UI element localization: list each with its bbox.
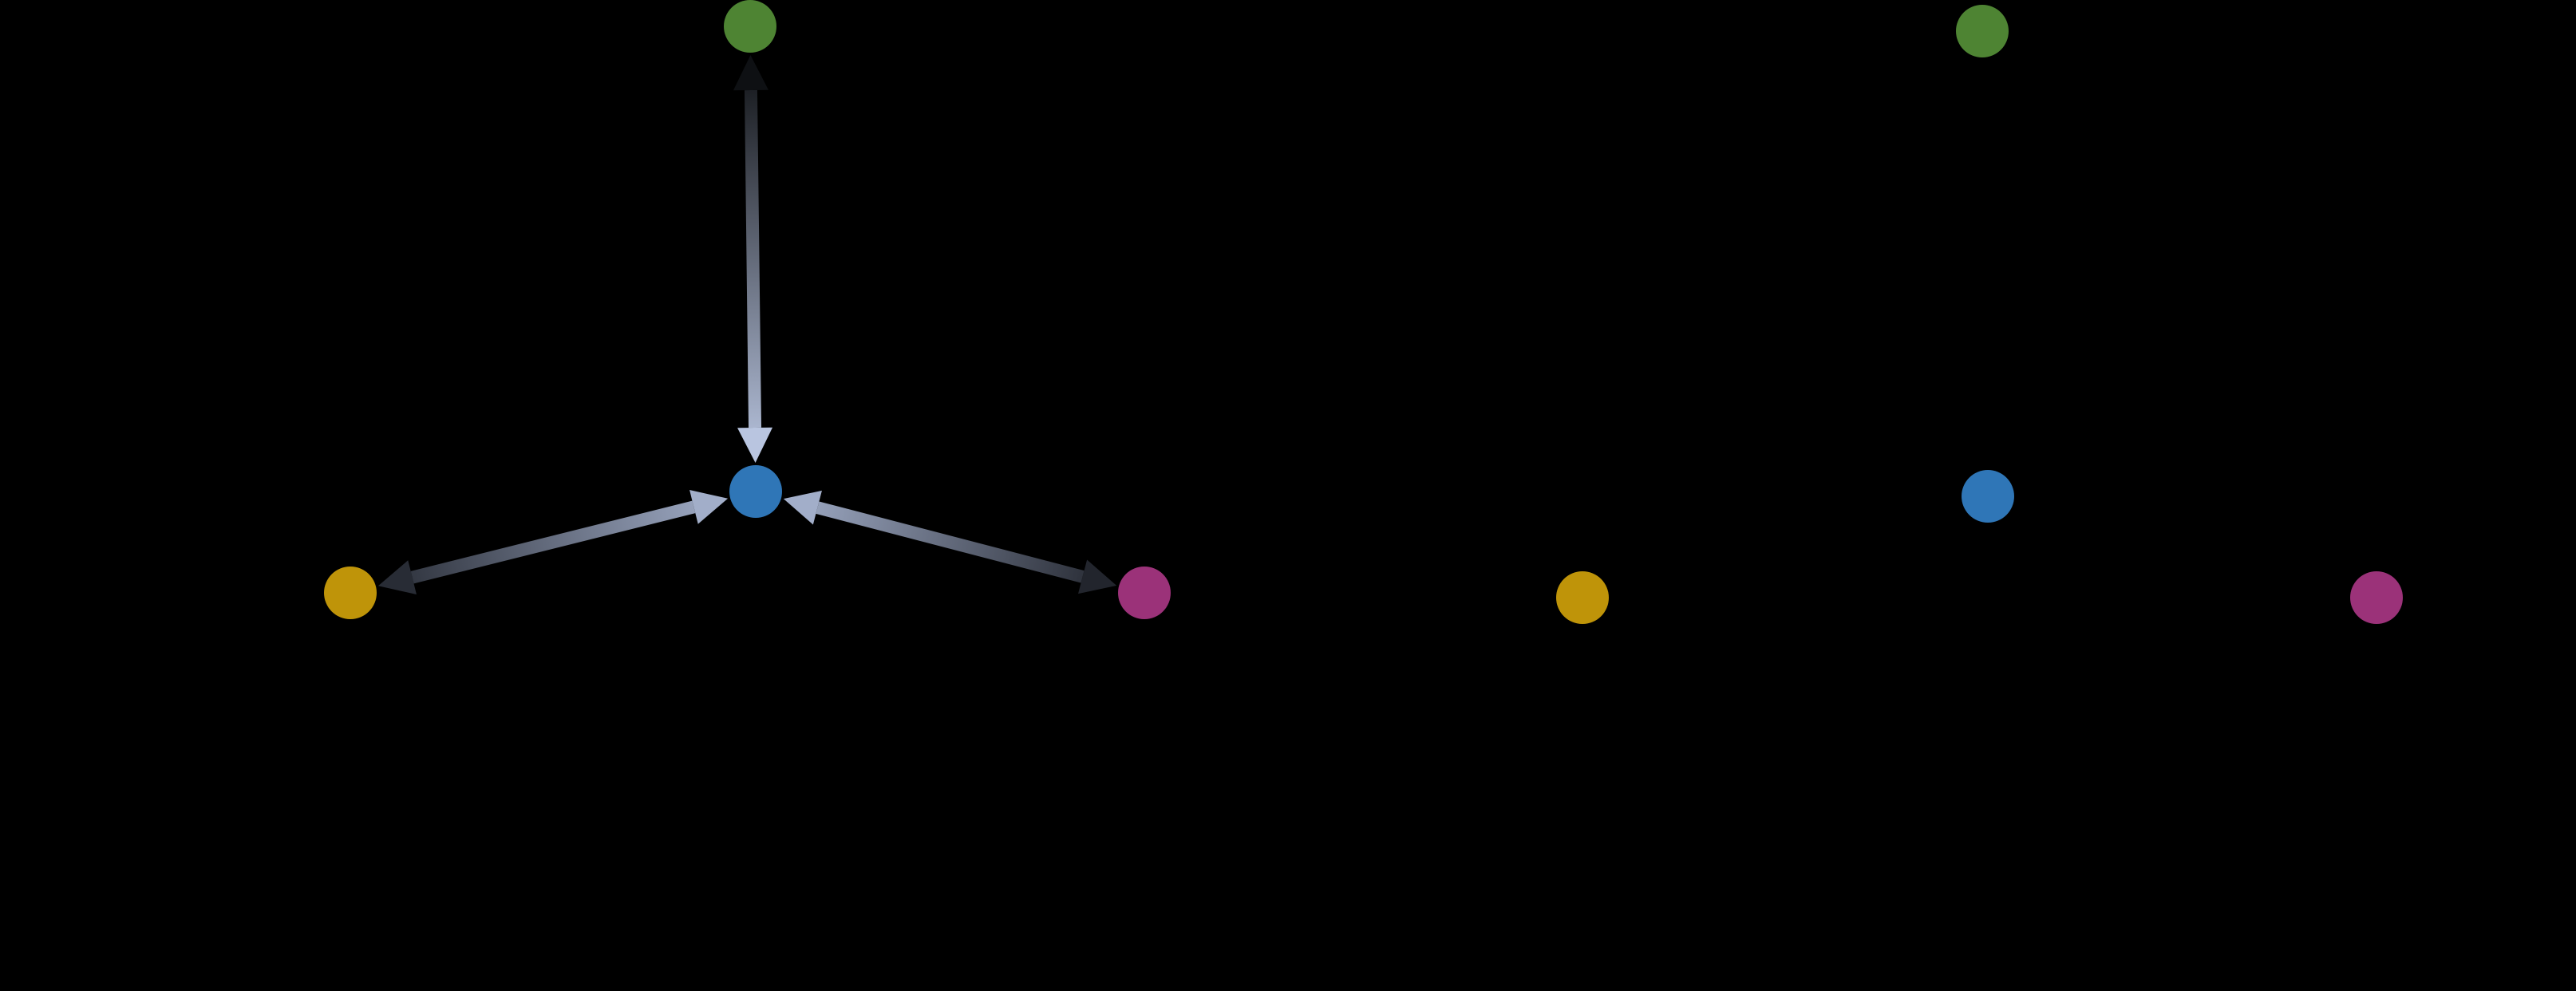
arrowhead-into-blue-center-node-from-green-node xyxy=(737,427,773,464)
edge-shaft-gold-node-to-blue-center-node xyxy=(410,500,696,584)
arrowhead-into-gold-node xyxy=(377,560,417,594)
node-magenta-node-graph-nodes-only xyxy=(2350,571,2403,624)
node-magenta-node-graph-with-message-arrows xyxy=(1118,567,1171,619)
node-blue-center-node-graph-with-message-arrows xyxy=(729,465,782,518)
edge-shaft-magenta-node-to-blue-center-node xyxy=(816,501,1085,583)
node-blue-center-node-graph-nodes-only xyxy=(1962,470,2014,523)
arrowhead-into-blue-center-node-from-magenta-node xyxy=(783,490,822,525)
node-gold-node-graph-with-message-arrows xyxy=(324,567,377,619)
arrowhead-into-blue-center-node-from-gold-node xyxy=(689,490,729,524)
node-green-node-graph-nodes-only xyxy=(1956,5,2009,57)
edge-shaft-green-node-to-blue-center-node xyxy=(744,89,762,428)
panel-graph-with-message-arrows xyxy=(324,0,1171,619)
panel-graph-nodes-only xyxy=(1556,5,2403,624)
node-green-node-graph-with-message-arrows xyxy=(724,0,776,53)
arrowhead-into-magenta-node xyxy=(1078,559,1117,594)
node-gold-node-graph-nodes-only xyxy=(1556,571,1609,624)
arrowhead-into-green-node xyxy=(733,54,768,91)
